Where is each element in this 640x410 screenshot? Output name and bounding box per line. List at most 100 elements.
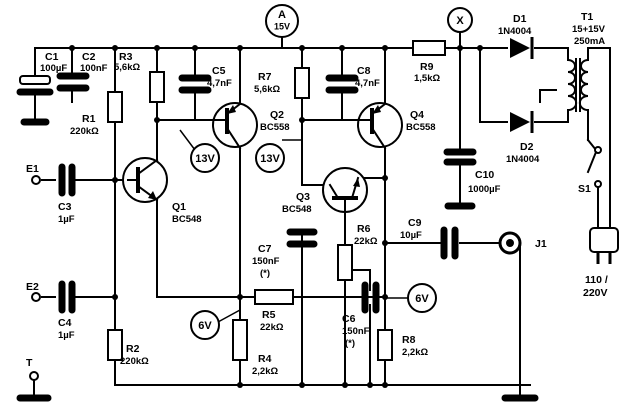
svg-text:J1: J1 [535, 238, 547, 250]
svg-text:100µF: 100µF [40, 63, 67, 74]
svg-text:1,5kΩ: 1,5kΩ [414, 73, 440, 84]
resistor-r5 [254, 289, 294, 305]
meter-6v-left: 6V [190, 310, 220, 340]
svg-text:2,2kΩ: 2,2kΩ [402, 347, 428, 358]
labels: C1 100µF C2 100nF R3 5,6kΩ C5 4,7nF R7 5… [26, 11, 608, 377]
svg-text:220kΩ: 220kΩ [120, 356, 149, 367]
svg-text:X: X [456, 15, 464, 27]
svg-text:D1: D1 [513, 13, 527, 25]
svg-text:Q2: Q2 [270, 109, 284, 121]
svg-text:BC548: BC548 [282, 204, 312, 215]
resistor-r4 [232, 319, 248, 361]
capacitor-c7 [286, 228, 318, 248]
meter-x: X [447, 7, 473, 33]
meter-13v-q2: 13V [190, 143, 220, 173]
terminal-e2 [31, 292, 41, 302]
svg-text:220kΩ: 220kΩ [70, 126, 99, 137]
svg-text:C4: C4 [58, 317, 72, 329]
jack-j1 [498, 231, 522, 255]
resistor-r7 [294, 67, 310, 99]
svg-text:15V: 15V [274, 21, 290, 31]
svg-text:C3: C3 [58, 201, 72, 213]
switch-s1 [586, 146, 602, 188]
diode-d1 [510, 37, 534, 59]
svg-text:5,6kΩ: 5,6kΩ [114, 62, 140, 73]
svg-text:R9: R9 [420, 61, 434, 73]
svg-text:22kΩ: 22kΩ [354, 236, 378, 247]
transformer-t1 [566, 58, 590, 112]
svg-text:5,6kΩ: 5,6kΩ [254, 84, 280, 95]
svg-text:150nF: 150nF [252, 256, 280, 267]
svg-text:4,7nF: 4,7nF [355, 78, 380, 89]
transistor-q4 [357, 102, 403, 150]
svg-text:T: T [26, 357, 33, 369]
svg-text:Q3: Q3 [296, 191, 310, 203]
svg-text:250mA: 250mA [574, 36, 605, 47]
capacitor-c3 [58, 163, 76, 197]
transistor-q3 [322, 167, 368, 213]
diode-d2 [510, 111, 534, 133]
transistor-q2 [212, 102, 258, 150]
meter-6v-right: 6V [407, 283, 437, 313]
svg-text:Q1: Q1 [172, 201, 186, 213]
terminal-t [29, 371, 39, 381]
svg-text:100nF: 100nF [80, 63, 108, 74]
svg-text:R4: R4 [258, 353, 272, 365]
svg-text:13V: 13V [195, 153, 215, 165]
svg-text:C7: C7 [258, 243, 272, 255]
resistor-r8 [377, 329, 393, 361]
svg-text:15+15V: 15+15V [572, 24, 606, 35]
meter-13v-q4: 13V [255, 143, 285, 173]
svg-text:22kΩ: 22kΩ [260, 322, 284, 333]
svg-text:C9: C9 [408, 217, 422, 229]
svg-text:(*): (*) [260, 268, 270, 279]
svg-text:R2: R2 [126, 343, 140, 355]
resistor-r6 [337, 244, 353, 281]
capacitor-c8 [325, 71, 359, 103]
resistor-r2 [107, 329, 123, 361]
svg-text:1µF: 1µF [58, 214, 75, 225]
svg-text:6V: 6V [415, 293, 429, 305]
svg-text:C5: C5 [212, 65, 226, 77]
svg-text:C8: C8 [357, 65, 371, 77]
svg-text:1000µF: 1000µF [468, 184, 501, 195]
svg-text:R3: R3 [119, 51, 133, 63]
terminal-e1 [31, 175, 41, 185]
svg-text:13V: 13V [260, 153, 280, 165]
svg-text:R6: R6 [357, 223, 371, 235]
svg-text:C6: C6 [342, 313, 356, 325]
svg-text:Q4: Q4 [410, 109, 424, 121]
svg-text:BC558: BC558 [406, 122, 436, 133]
svg-text:1N4004: 1N4004 [506, 154, 540, 165]
meter-a: A 15V [265, 4, 299, 38]
capacitor-c9 [440, 226, 459, 260]
svg-text:BC548: BC548 [172, 214, 202, 225]
junctions [69, 45, 483, 388]
svg-text:E2: E2 [26, 281, 39, 293]
capacitor-c2 [56, 72, 90, 103]
svg-text:4,7nF: 4,7nF [207, 78, 232, 89]
svg-text:C10: C10 [475, 169, 494, 181]
svg-text:S1: S1 [578, 183, 591, 195]
mains-plug [589, 227, 619, 264]
capacitor-c5 [178, 71, 212, 103]
svg-text:6V: 6V [198, 320, 212, 332]
transistor-q1 [122, 157, 168, 203]
svg-text:E1: E1 [26, 163, 39, 175]
capacitor-c1 [16, 71, 54, 126]
capacitor-c10 [443, 148, 477, 210]
svg-text:R7: R7 [258, 71, 272, 83]
svg-text:(*): (*) [345, 338, 355, 349]
svg-text:2,2kΩ: 2,2kΩ [252, 366, 278, 377]
svg-text:C2: C2 [82, 51, 96, 63]
svg-text:A: A [278, 9, 286, 21]
capacitor-c6 [361, 281, 380, 314]
svg-text:T1: T1 [581, 11, 593, 23]
svg-text:R1: R1 [82, 113, 96, 125]
svg-text:110 /: 110 / [585, 274, 608, 286]
svg-text:220V: 220V [583, 287, 608, 299]
svg-text:BC558: BC558 [260, 122, 290, 133]
svg-text:R8: R8 [402, 334, 416, 346]
resistor-r3 [149, 71, 165, 103]
